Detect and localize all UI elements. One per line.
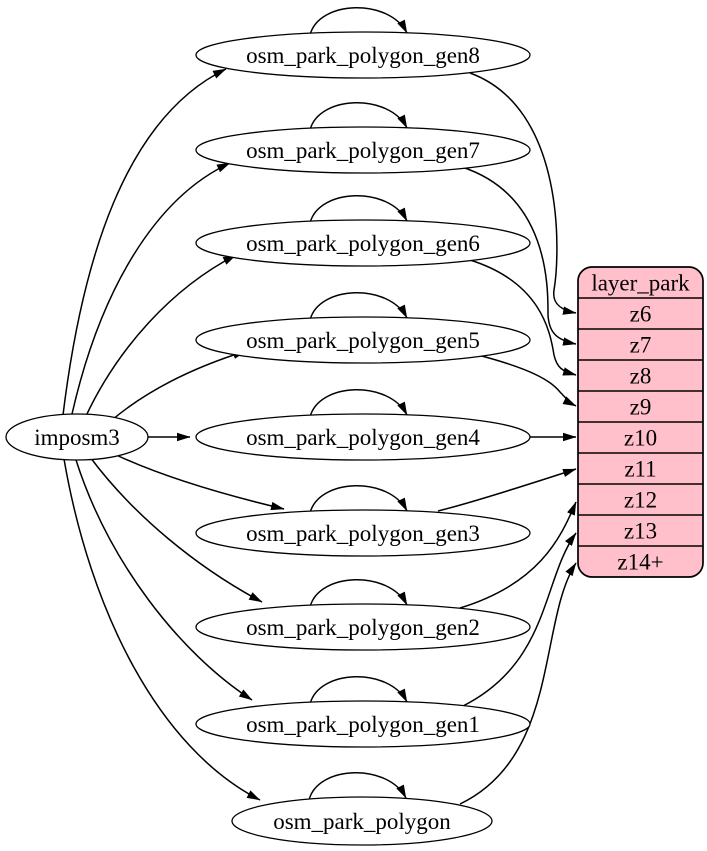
node-ellipse-gen8: [195, 31, 531, 79]
table-node-osm_park_polygon_gen4: osm_park_polygon_gen4: [195, 413, 531, 461]
edge-imposm3-to-osm_park_polygon_gen8: [62, 68, 227, 416]
node-label-gen1: osm_park_polygon_gen1: [246, 712, 480, 737]
layer-table-row-z11: z11: [624, 457, 656, 482]
node-label-gen4: osm_park_polygon_gen4: [246, 425, 480, 450]
node-label-gen5: osm_park_polygon_gen5: [246, 328, 480, 353]
table-node-osm_park_polygon_gen2: osm_park_polygon_gen2: [195, 603, 531, 651]
self-loop-osm_park_polygon_gen4: [309, 389, 408, 418]
edge-osm_park_polygon_gen7-to-z7: [461, 166, 577, 346]
self-loop-osm_park_polygon_gen6: [309, 195, 408, 224]
self-loop-osm_park_polygon_gen7: [309, 102, 408, 131]
self-loop-osm_park_polygon: [308, 772, 407, 801]
node-label-polygon: osm_park_polygon: [273, 809, 451, 834]
imposm3-ellipse: [5, 413, 149, 461]
table-node-osm_park_polygon_gen5: osm_park_polygon_gen5: [195, 316, 531, 364]
node-ellipse-gen1: [195, 700, 531, 748]
edge-osm_park_polygon_gen2-to-z12: [459, 501, 577, 609]
node-ellipse-gen4: [195, 413, 531, 461]
table-node-osm_park_polygon_gen8: osm_park_polygon_gen8: [195, 31, 531, 79]
table-node-osm_park_polygon_gen6: osm_park_polygon_gen6: [195, 219, 531, 267]
layer-table-row-z6: z6: [630, 302, 652, 327]
self-loop-osm_park_polygon_gen3: [309, 485, 408, 514]
edge-imposm3-to-osm_park_polygon_gen7: [71, 162, 231, 415]
node-ellipse-gen7: [195, 126, 531, 174]
node-ellipse-gen6: [195, 219, 531, 267]
node-ellipse-gen3: [195, 509, 531, 557]
node-label-gen2: osm_park_polygon_gen2: [246, 615, 480, 640]
node-label-gen8: osm_park_polygon_gen8: [246, 43, 480, 68]
layer-table-row-z10: z10: [624, 426, 657, 451]
edge-osm_park_polygon_gen6-to-z8: [469, 259, 577, 376]
layer-table-row-z13: z13: [624, 519, 657, 544]
table-node-osm_park_polygon_gen3: osm_park_polygon_gen3: [195, 509, 531, 557]
edge-imposm3-to-osm_park_polygon_gen1: [75, 459, 253, 701]
self-loop-osm_park_polygon_gen1: [309, 676, 408, 705]
edge-osm_park_polygon_gen8-to-z6: [469, 72, 577, 315]
layer-table-row-z12: z12: [624, 488, 657, 513]
layer-table-row-z9: z9: [630, 395, 652, 420]
node-label-gen3: osm_park_polygon_gen3: [246, 521, 480, 546]
edge-osm_park_polygon-to-z14+: [459, 562, 577, 805]
node-ellipse-gen2: [195, 603, 531, 651]
edge-imposm3-to-osm_park_polygon_gen6: [85, 254, 237, 417]
node-label-gen7: osm_park_polygon_gen7: [246, 138, 480, 163]
node-label-gen6: osm_park_polygon_gen6: [246, 231, 480, 256]
edge-osm_park_polygon_gen1-to-z13: [462, 532, 577, 707]
layer-table-header-cell: layer_park: [591, 271, 690, 296]
edge-imposm3-to-osm_park_polygon_gen3: [111, 452, 285, 511]
layer-table-row-z8: z8: [630, 364, 652, 389]
imposm3-node: imposm3: [5, 413, 149, 461]
self-loop-osm_park_polygon_gen2: [309, 579, 408, 608]
table-node-osm_park_polygon: osm_park_polygon: [231, 796, 493, 846]
edge-imposm3-to-osm_park_polygon_gen2: [89, 456, 263, 603]
table-node-osm_park_polygon_gen7: osm_park_polygon_gen7: [195, 126, 531, 174]
layer-table-row-z14+: z14+: [617, 550, 663, 575]
edge-osm_park_polygon_gen5-to-z9: [477, 354, 577, 407]
imposm3-label: imposm3: [34, 425, 120, 450]
edge-imposm3-to-osm_park_polygon: [63, 458, 261, 801]
edge-imposm3-to-osm_park_polygon_gen5: [111, 350, 247, 421]
edge-osm_park_polygon_gen3-to-z11: [437, 468, 577, 512]
layer-table-row-z7: z7: [630, 333, 652, 358]
layer-table: layer_park z6 z7 z8 z9 z10 z11 z12 z13 z14+: [577, 266, 704, 578]
self-loop-osm_park_polygon_gen5: [309, 292, 408, 321]
node-ellipse-polygon: [231, 796, 493, 846]
table-node-osm_park_polygon_gen1: osm_park_polygon_gen1: [195, 700, 531, 748]
self-loop-osm_park_polygon_gen8: [309, 7, 408, 36]
node-ellipse-gen5: [195, 316, 531, 364]
